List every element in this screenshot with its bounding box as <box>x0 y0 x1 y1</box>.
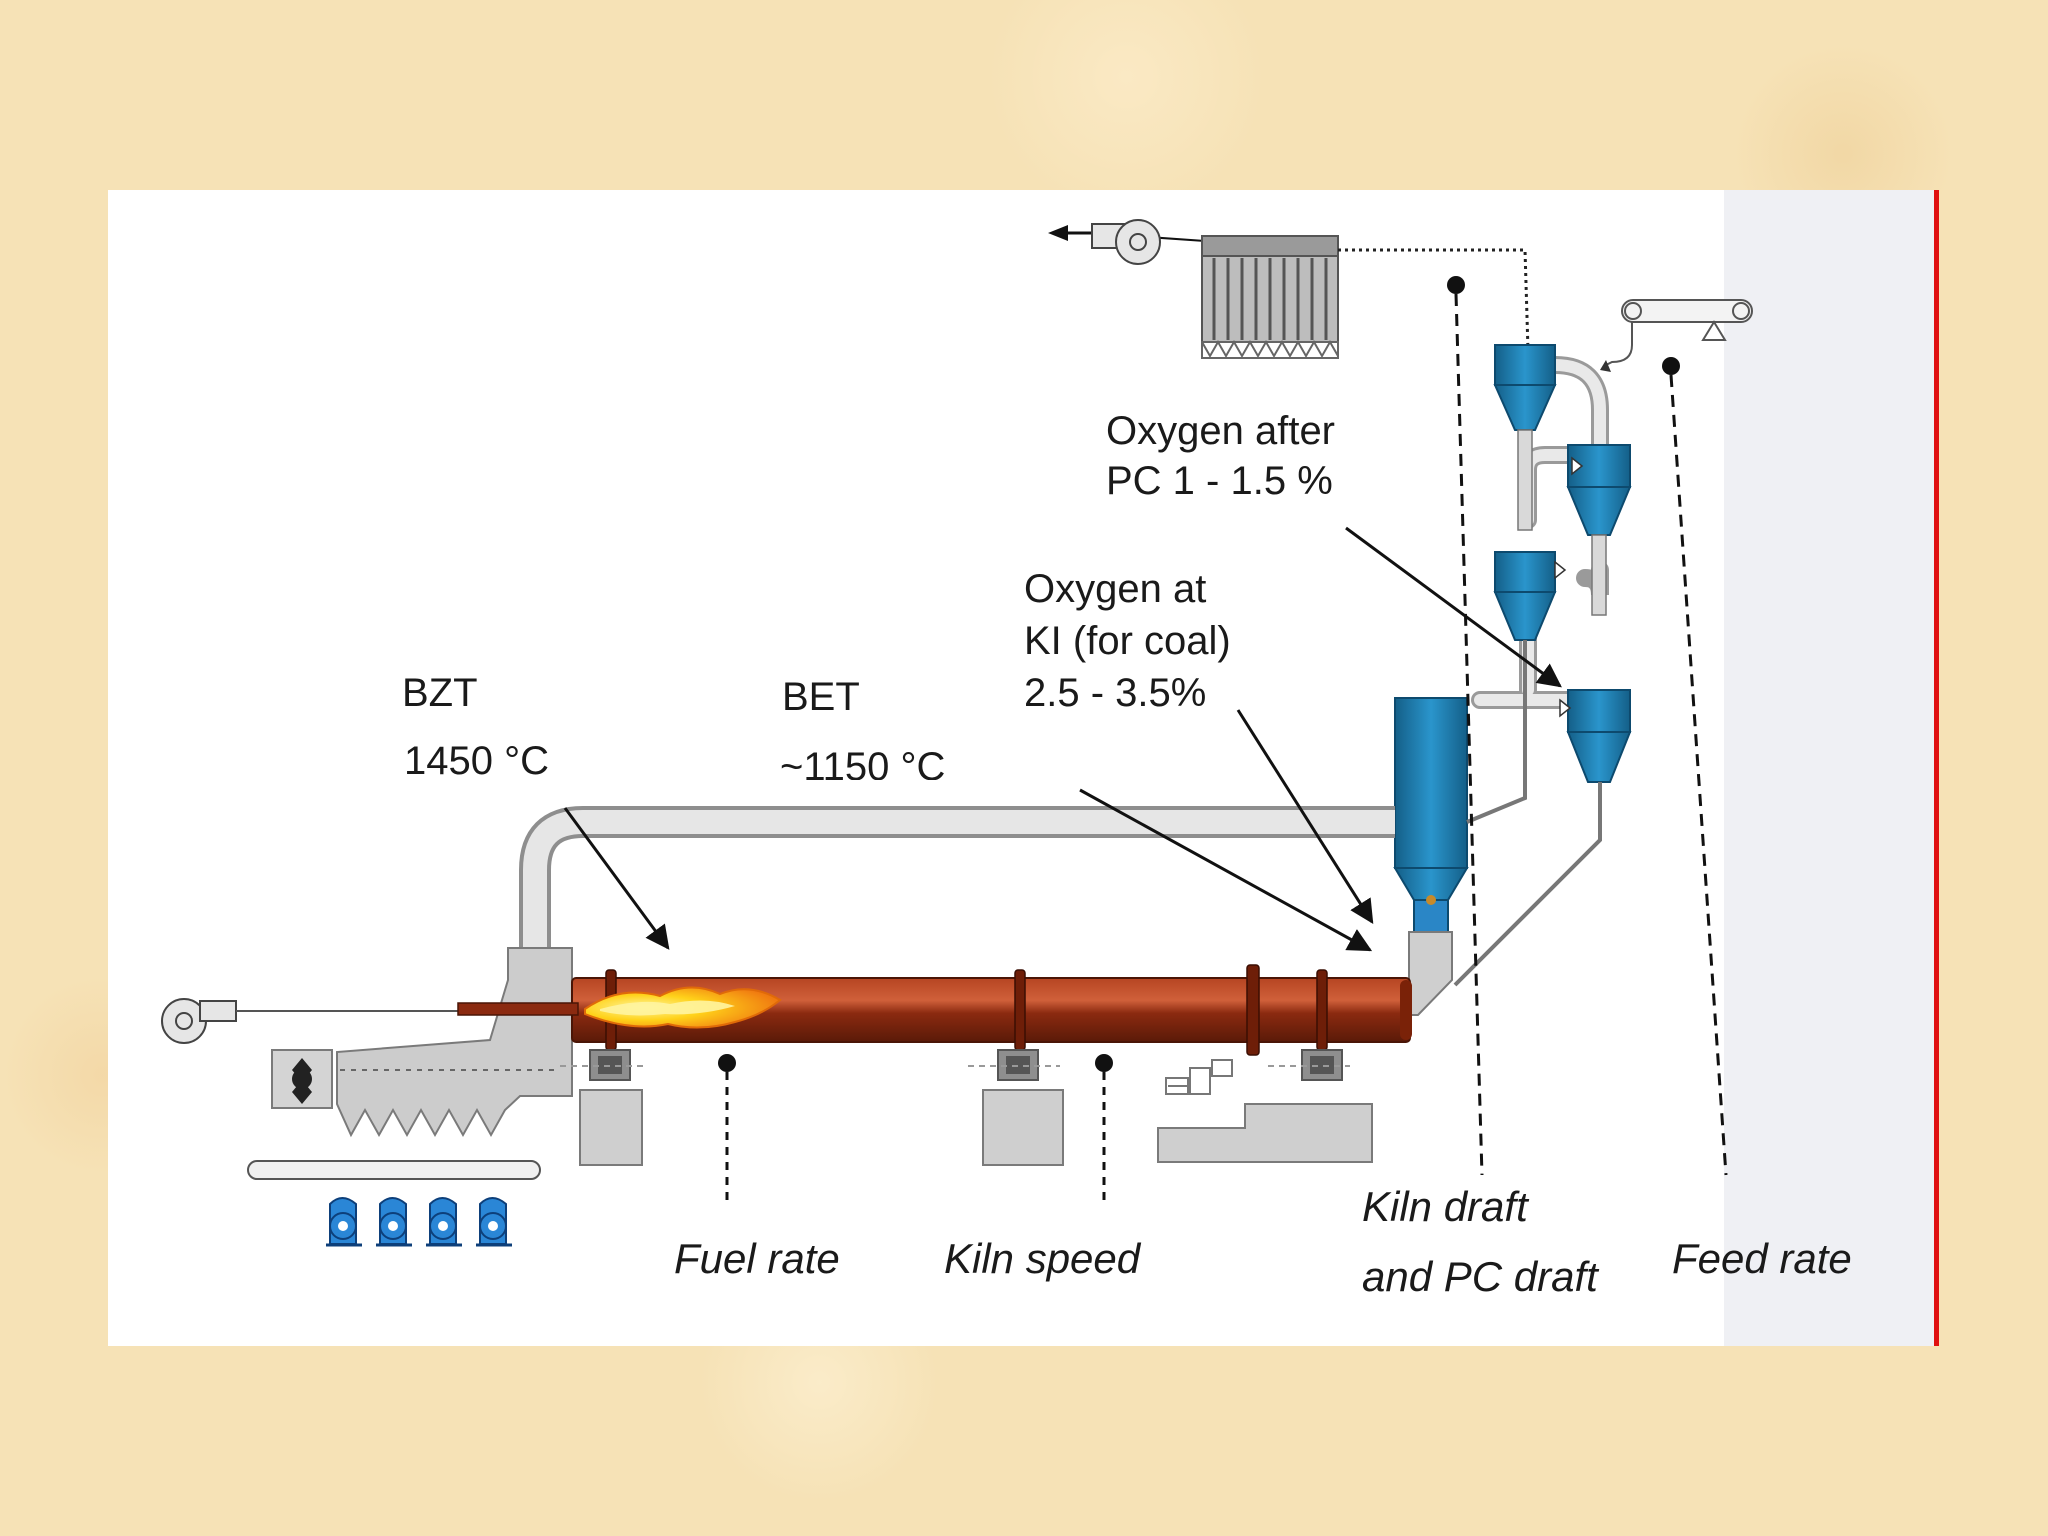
precalciner-icon <box>1393 697 1469 935</box>
pointer-arrows <box>563 526 1562 952</box>
cyclone-stage-1-icon <box>1493 344 1557 531</box>
cyclone-stage-2-icon <box>1566 444 1632 616</box>
kiln-drive-icon <box>1165 1059 1233 1095</box>
oxygen-pc-line-2: PC 1 - 1.5 % <box>1106 459 1333 503</box>
exhaust-fan-icon <box>1048 219 1206 265</box>
bet-title: BET <box>782 675 860 719</box>
cooler-conveyor-icon <box>247 1160 541 1180</box>
meal-chutes <box>1453 640 1602 987</box>
measurement-feed-rate <box>1662 357 1728 1176</box>
kiln-inlet-chamber <box>1408 931 1453 1016</box>
cooler-fan-1-icon <box>326 1197 362 1247</box>
measurement-kiln-speed <box>1095 1054 1113 1200</box>
panel-red-edge <box>1934 190 1939 1346</box>
clinker-cooler-icon <box>271 947 573 1138</box>
bag-filter-icon <box>1201 235 1339 359</box>
kiln-draft-line-1: Kiln draft <box>1362 1183 1528 1230</box>
cyclone-stage-3-icon <box>1493 551 1567 641</box>
oxygen-ki-line-3: 2.5 - 3.5% <box>1024 671 1207 715</box>
cooler-fan-2-icon <box>376 1197 412 1247</box>
measurement-kiln-draft <box>1447 276 1484 1176</box>
oxygen-ki-line-1: Oxygen at <box>1024 567 1207 611</box>
feed-conveyor-icon <box>1600 299 1753 372</box>
cyclone-stage-4-icon <box>1559 689 1632 783</box>
gas-duct-dotted <box>1338 248 1530 351</box>
feed-rate-label: Feed rate <box>1672 1235 1852 1282</box>
bet-temperature: ~1150 °C <box>780 745 946 780</box>
kiln-speed-label: Kiln speed <box>944 1235 1141 1282</box>
bzt-temperature: 1450 °C <box>404 739 549 783</box>
kiln-draft-line-2-clip: and PC draft <box>1360 1252 1640 1292</box>
primary-air-fan-icon <box>161 998 460 1044</box>
rotary-kiln-icon <box>457 964 1412 1056</box>
kiln-draft-line-2: and PC draft <box>1362 1253 1598 1292</box>
cooler-fan-4-icon <box>476 1197 512 1247</box>
panel-right-shade <box>1724 190 1938 1346</box>
bet-temperature-clip: ~1150 °C <box>778 742 1018 780</box>
kiln-pier-3 <box>1157 1049 1373 1163</box>
burner-flame-icon <box>584 986 782 1029</box>
tertiary-air-duct <box>519 806 1395 948</box>
fuel-rate-label: Fuel rate <box>674 1235 840 1282</box>
bzt-title: BZT <box>402 671 478 715</box>
cooler-fan-3-icon <box>426 1197 462 1247</box>
kiln-pier-1 <box>560 1049 648 1166</box>
kiln-pier-2 <box>968 1049 1064 1166</box>
oxygen-pc-line-1: Oxygen after <box>1106 409 1336 453</box>
oxygen-ki-line-2: KI (for coal) <box>1024 619 1231 663</box>
measurement-fuel-rate <box>718 1054 736 1200</box>
